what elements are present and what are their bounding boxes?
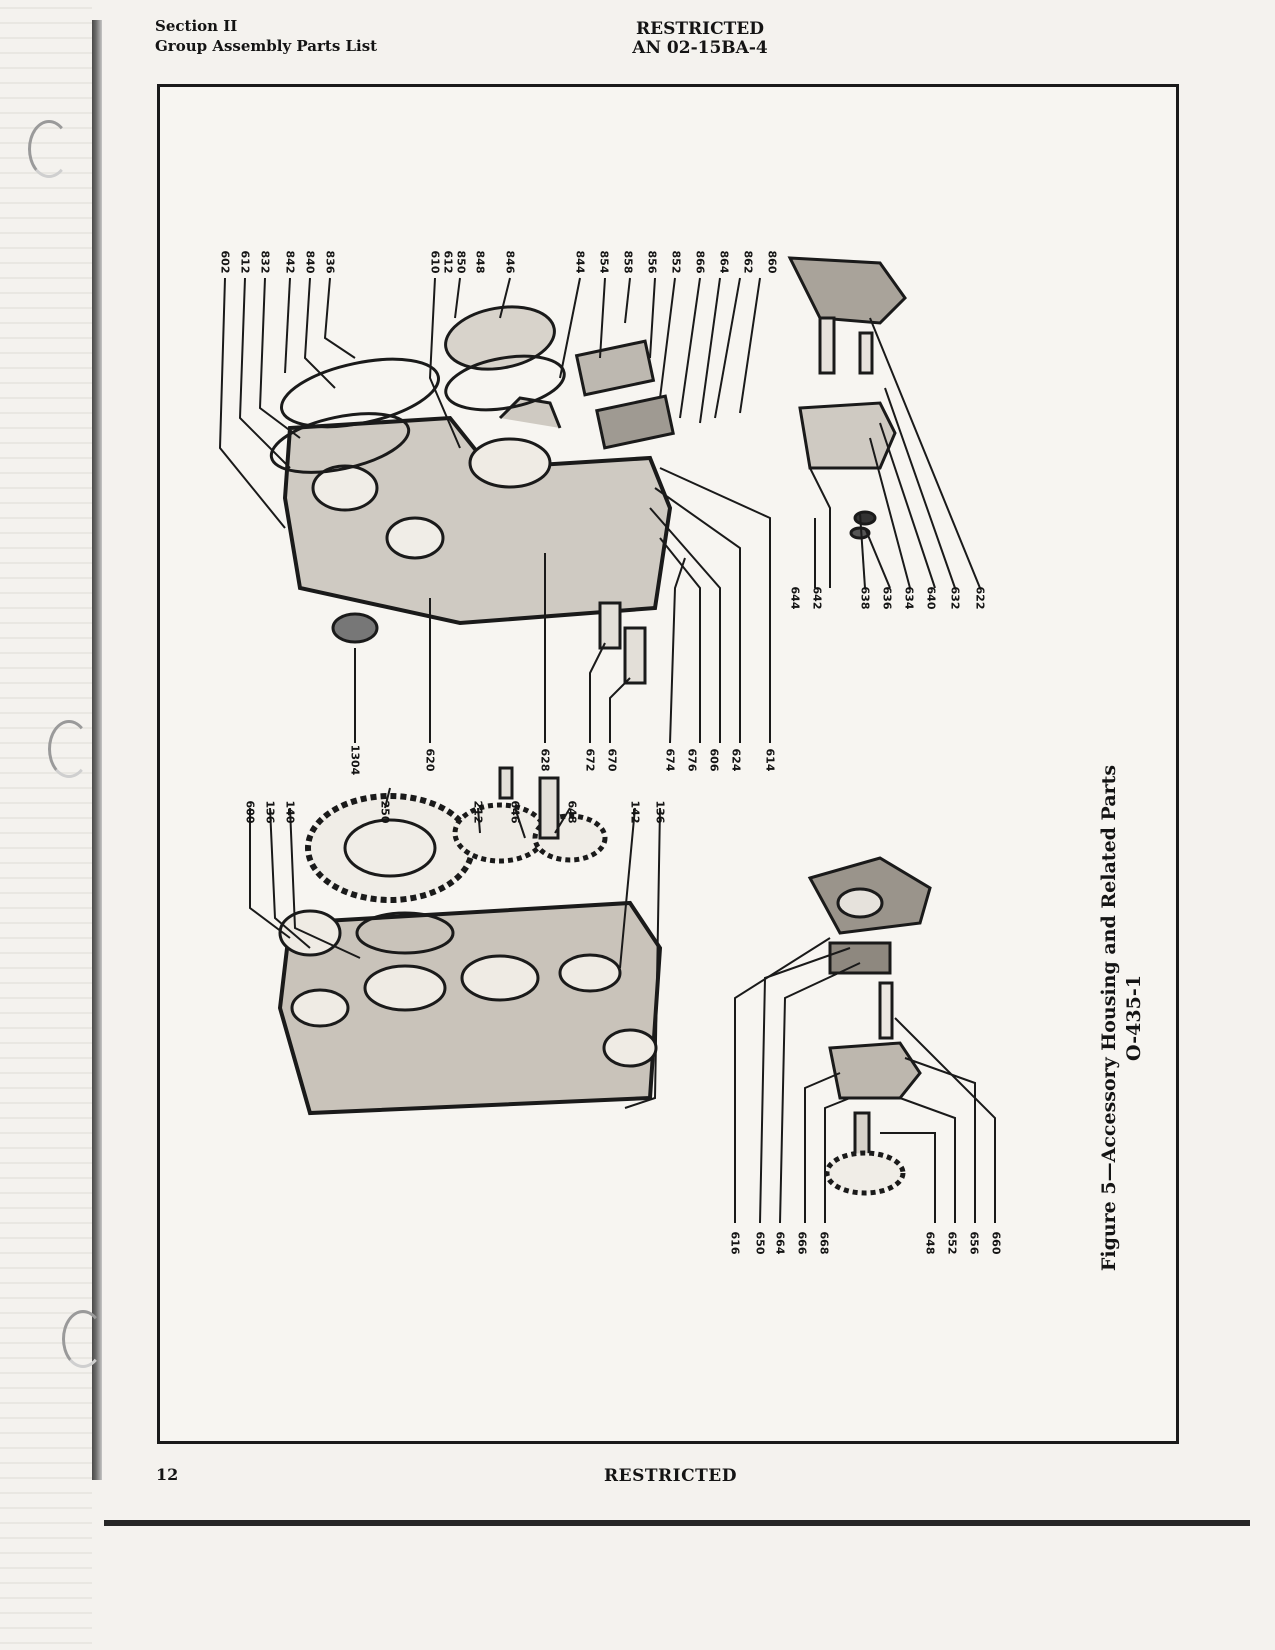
- callout-label: 606: [707, 748, 721, 772]
- classification-label: RESTRICTED: [636, 19, 764, 39]
- callout-label: 666: [795, 1231, 809, 1255]
- callout-label: 634: [902, 586, 916, 610]
- exploded-view-illustration: [218, 256, 996, 1224]
- callout-label: 676: [685, 748, 699, 772]
- page-number: 12: [156, 1465, 179, 1484]
- callout-label: 858: [621, 250, 635, 274]
- callout-label: 668: [817, 1231, 831, 1255]
- figure-number: O-435-1: [1123, 975, 1145, 1061]
- section-subtitle: Group Assembly Parts List: [155, 37, 378, 55]
- callout-label: 664: [773, 1231, 787, 1255]
- figure-title: Figure 5—Accessory Housing and Related P…: [1098, 764, 1120, 1272]
- callout-label: 142: [628, 800, 642, 824]
- figure-caption: Figure 5—Accessory Housing and Related P…: [1097, 765, 1147, 1271]
- callout-label: 140: [283, 800, 297, 824]
- callout-label: 600: [243, 800, 257, 824]
- callout-label: 638: [858, 586, 872, 610]
- callout-label: 850: [454, 250, 468, 274]
- callout-label: 642: [810, 586, 824, 610]
- callout-label: 614: [763, 748, 777, 772]
- callout-label: 250: [378, 800, 392, 824]
- callout-label: 656: [967, 1231, 981, 1255]
- callout-label: 852: [669, 250, 683, 274]
- footer-classification: RESTRICTED: [604, 1466, 737, 1486]
- scan-margin: [0, 0, 92, 1650]
- callout-label: 670: [605, 748, 619, 772]
- callout-label: 632: [948, 586, 962, 610]
- callout-label: 832: [258, 250, 272, 274]
- callout-label: 136: [263, 800, 277, 824]
- callout-label: 610: [428, 250, 442, 274]
- callout-label: 1304: [348, 744, 362, 776]
- page-bottom-rule: [104, 1520, 1250, 1526]
- callout-label: 648: [565, 800, 579, 824]
- callout-label: 672: [583, 748, 597, 772]
- callout-label: 836: [323, 250, 337, 274]
- callout-label: 612: [238, 250, 252, 274]
- callout-label: 636: [880, 586, 894, 610]
- callout-label: 136: [653, 800, 667, 824]
- callout-label: 616: [728, 1231, 742, 1255]
- page-header-center: RESTRICTED AN 02-15BA-4: [0, 20, 1275, 58]
- callout-label: 648: [923, 1231, 937, 1255]
- callout-label: 856: [645, 250, 659, 274]
- callout-label: 854: [597, 250, 611, 274]
- punch-hole: [48, 720, 90, 778]
- callout-label: 652: [945, 1231, 959, 1255]
- callout-label: 840: [303, 250, 317, 274]
- page-header-left: Section II Group Assembly Parts List: [155, 16, 377, 56]
- callout-label: 644: [788, 586, 802, 610]
- callout-label: 846: [503, 250, 517, 274]
- callout-label: 628: [538, 748, 552, 772]
- callout-label: 646: [508, 800, 522, 824]
- callout-label: 640: [924, 586, 938, 610]
- document-number: AN 02-15BA-4: [632, 38, 768, 58]
- callout-label: 862: [741, 250, 755, 274]
- callout-label: 866: [693, 250, 707, 274]
- callout-label: 674: [663, 748, 677, 772]
- punch-hole: [62, 1310, 104, 1368]
- callout-label: 212: [471, 800, 485, 824]
- callout-label: 842: [283, 250, 297, 274]
- binding-edge: [92, 20, 102, 1480]
- callout-label: 860: [765, 250, 779, 274]
- section-label: Section II: [155, 17, 238, 35]
- callout-label: 622: [973, 586, 987, 610]
- callout-label: 660: [989, 1231, 1003, 1255]
- callout-label: 624: [729, 748, 743, 772]
- callout-label: 844: [573, 250, 587, 274]
- callout-label: 650: [753, 1231, 767, 1255]
- callout-label: 848: [473, 250, 487, 274]
- callout-label: 864: [717, 250, 731, 274]
- callout-label: 602: [218, 250, 232, 274]
- callout-label: 612: [441, 250, 455, 274]
- callout-label: 620: [423, 748, 437, 772]
- punch-hole: [28, 120, 70, 178]
